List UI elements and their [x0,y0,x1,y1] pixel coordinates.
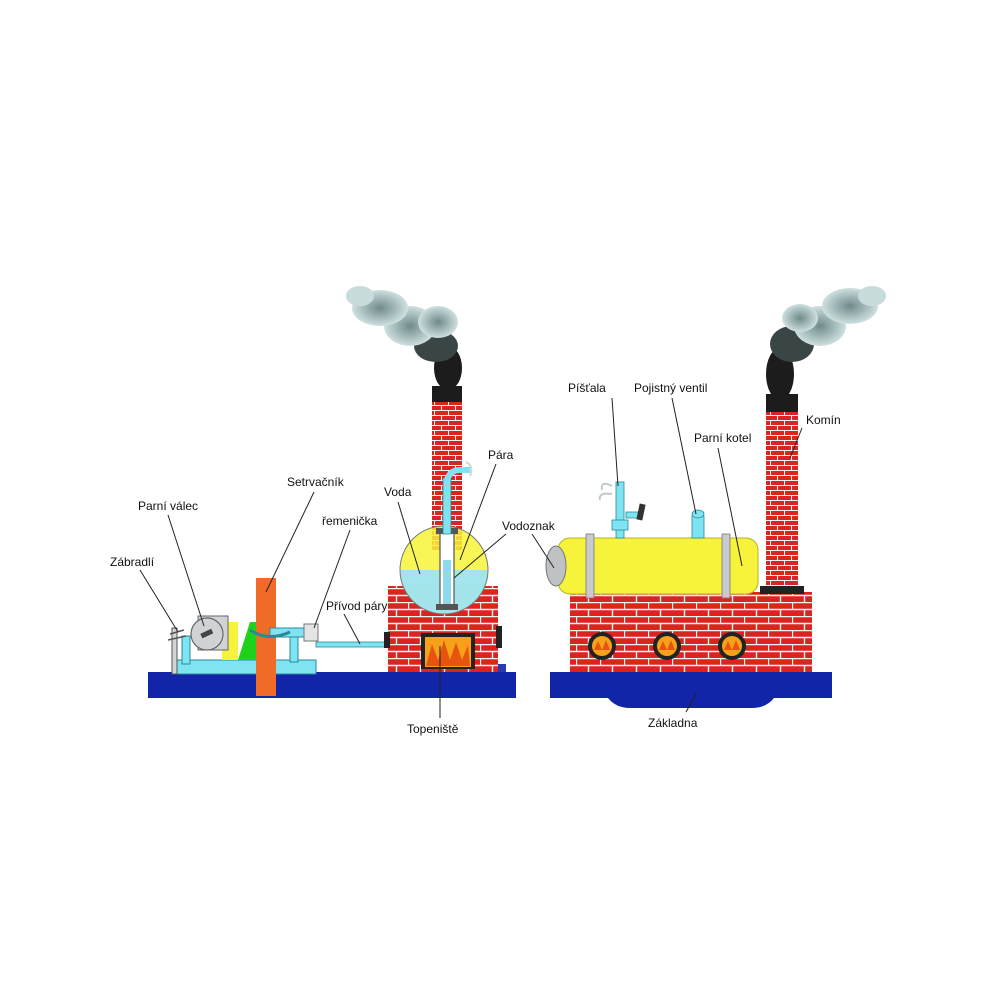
boiler-drum [545,533,759,599]
left-firebox-edge-2 [384,632,390,648]
label-topeniste: Topeniště [407,722,459,736]
right-chimney-foot [760,586,804,594]
label-vodoznak: Vodoznak [502,519,556,533]
right-chimney-top [766,394,798,412]
porthole-1 [588,632,616,660]
steam-supply-pipe [315,641,395,648]
steam-outlet-pipe [442,461,473,535]
right-smoke [766,286,886,400]
whistle [598,481,646,539]
left-chimney-top [432,386,462,402]
left-firebox-edge [496,626,502,648]
label-privod-pary: Přívod páry [326,599,387,613]
label-pistala: Píšťala [568,381,606,395]
right-base-plate [550,672,832,708]
safety-valve [691,509,705,539]
label-komin: Komín [806,413,841,427]
label-setrvacnik: Setrvačník [287,475,345,489]
railing [167,627,187,675]
label-parni-kotel: Parní kotel [694,431,751,445]
left-base-plate [148,672,516,698]
label-pojistny-ventil: Pojistný ventil [634,381,707,395]
right-chimney [766,410,798,590]
label-para: Pára [488,448,514,462]
left-smoke [346,286,462,390]
engine-stand-post [181,635,191,665]
porthole-3 [718,632,746,660]
label-parni-valec: Parní válec [138,499,198,513]
label-voda: Voda [384,485,412,499]
label-zakladna: Základna [648,716,698,730]
right-steam-boiler [545,286,886,708]
labels: Parní válec Zábradlí Setrvačník řemeničk… [110,381,841,736]
label-remenicka: řemenička [322,514,378,528]
fire-flames [426,640,470,666]
leader-lines [139,397,803,718]
steam-cylinder [190,615,229,651]
pulley [249,623,319,642]
porthole-2 [653,632,681,660]
left-steam-engine [148,286,516,698]
label-zabradli: Zábradlí [110,555,155,569]
right-brick-body [570,592,812,672]
